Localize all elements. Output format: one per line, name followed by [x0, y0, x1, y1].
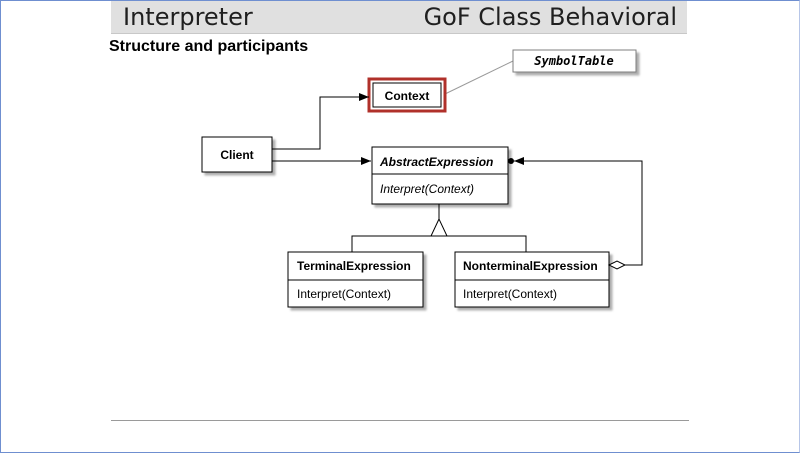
context-inner-border [372, 82, 442, 108]
nonterminalexpression-operation: Interpret(Context) [463, 287, 557, 301]
abstractexpression-box [371, 146, 509, 205]
class-context: Context [367, 77, 447, 113]
note-label: SymbolTable [534, 54, 613, 68]
aggregation-association [508, 157, 643, 270]
abstractexpression-operation: Interpret(Context) [380, 182, 474, 196]
inheritance-branch [351, 235, 527, 252]
context-name: Context [385, 89, 430, 103]
abstractexpression-name: AbstractExpression [379, 155, 493, 169]
inheritance-triangle [430, 217, 448, 237]
multiplicity-dot [508, 158, 514, 164]
nonterminalexpression-name: NonterminalExpression [463, 259, 598, 273]
terminalexpression-operation: Interpret(Context) [297, 287, 391, 301]
pattern-classification: GoF Class Behavioral [423, 3, 677, 31]
terminalexpression-name: TerminalExpression [297, 259, 411, 273]
section-title: Structure and participants [109, 38, 309, 55]
title-bar: Interpreter GoF Class Behavioral [111, 1, 687, 34]
class-nonterminalexpression: NonterminalExpression Interpret(Context) [454, 251, 610, 308]
inheritance-generalization [351, 204, 527, 252]
footer-divider [111, 420, 689, 421]
aggregation-line [514, 157, 643, 266]
class-client: Client [201, 136, 273, 173]
note-symboltable: SymbolTable [444, 49, 637, 95]
note-box [512, 49, 637, 73]
class-terminalexpression: TerminalExpression Interpret(Context) [287, 251, 424, 308]
context-box [367, 77, 447, 113]
pattern-name: Interpreter [123, 3, 253, 31]
client-name: Client [220, 148, 253, 162]
class-abstractexpression: AbstractExpression Interpret(Context) [371, 146, 509, 205]
aggregation-diamond [607, 260, 627, 270]
note-connector [444, 60, 514, 95]
client-box [201, 136, 273, 173]
client-to-context-association [272, 93, 369, 150]
